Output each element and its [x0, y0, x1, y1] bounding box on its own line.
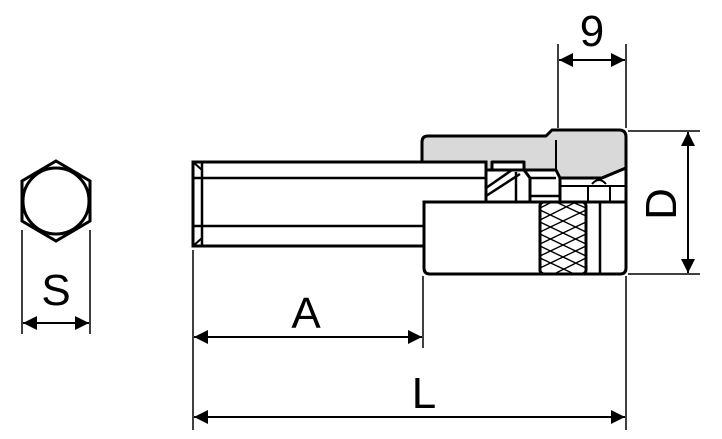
d-dimension: D	[628, 130, 700, 275]
socket-side-view	[191, 128, 628, 276]
a-label: A	[291, 289, 321, 338]
hex-bit	[191, 160, 488, 248]
hex-end-view: S	[20, 159, 92, 334]
knurled-grip	[538, 200, 588, 276]
l-label: L	[412, 369, 436, 418]
l-dimension: L	[194, 276, 627, 430]
bit-retainer	[484, 168, 562, 204]
d-label: D	[637, 188, 686, 220]
socket-body	[422, 200, 628, 276]
nine-label: 9	[580, 7, 604, 56]
s-label: S	[41, 266, 70, 315]
hex-inner-circle	[21, 166, 91, 236]
nine-dimension: 9	[557, 7, 627, 128]
square-drive-head	[555, 140, 628, 204]
a-dimension: A	[192, 250, 424, 430]
